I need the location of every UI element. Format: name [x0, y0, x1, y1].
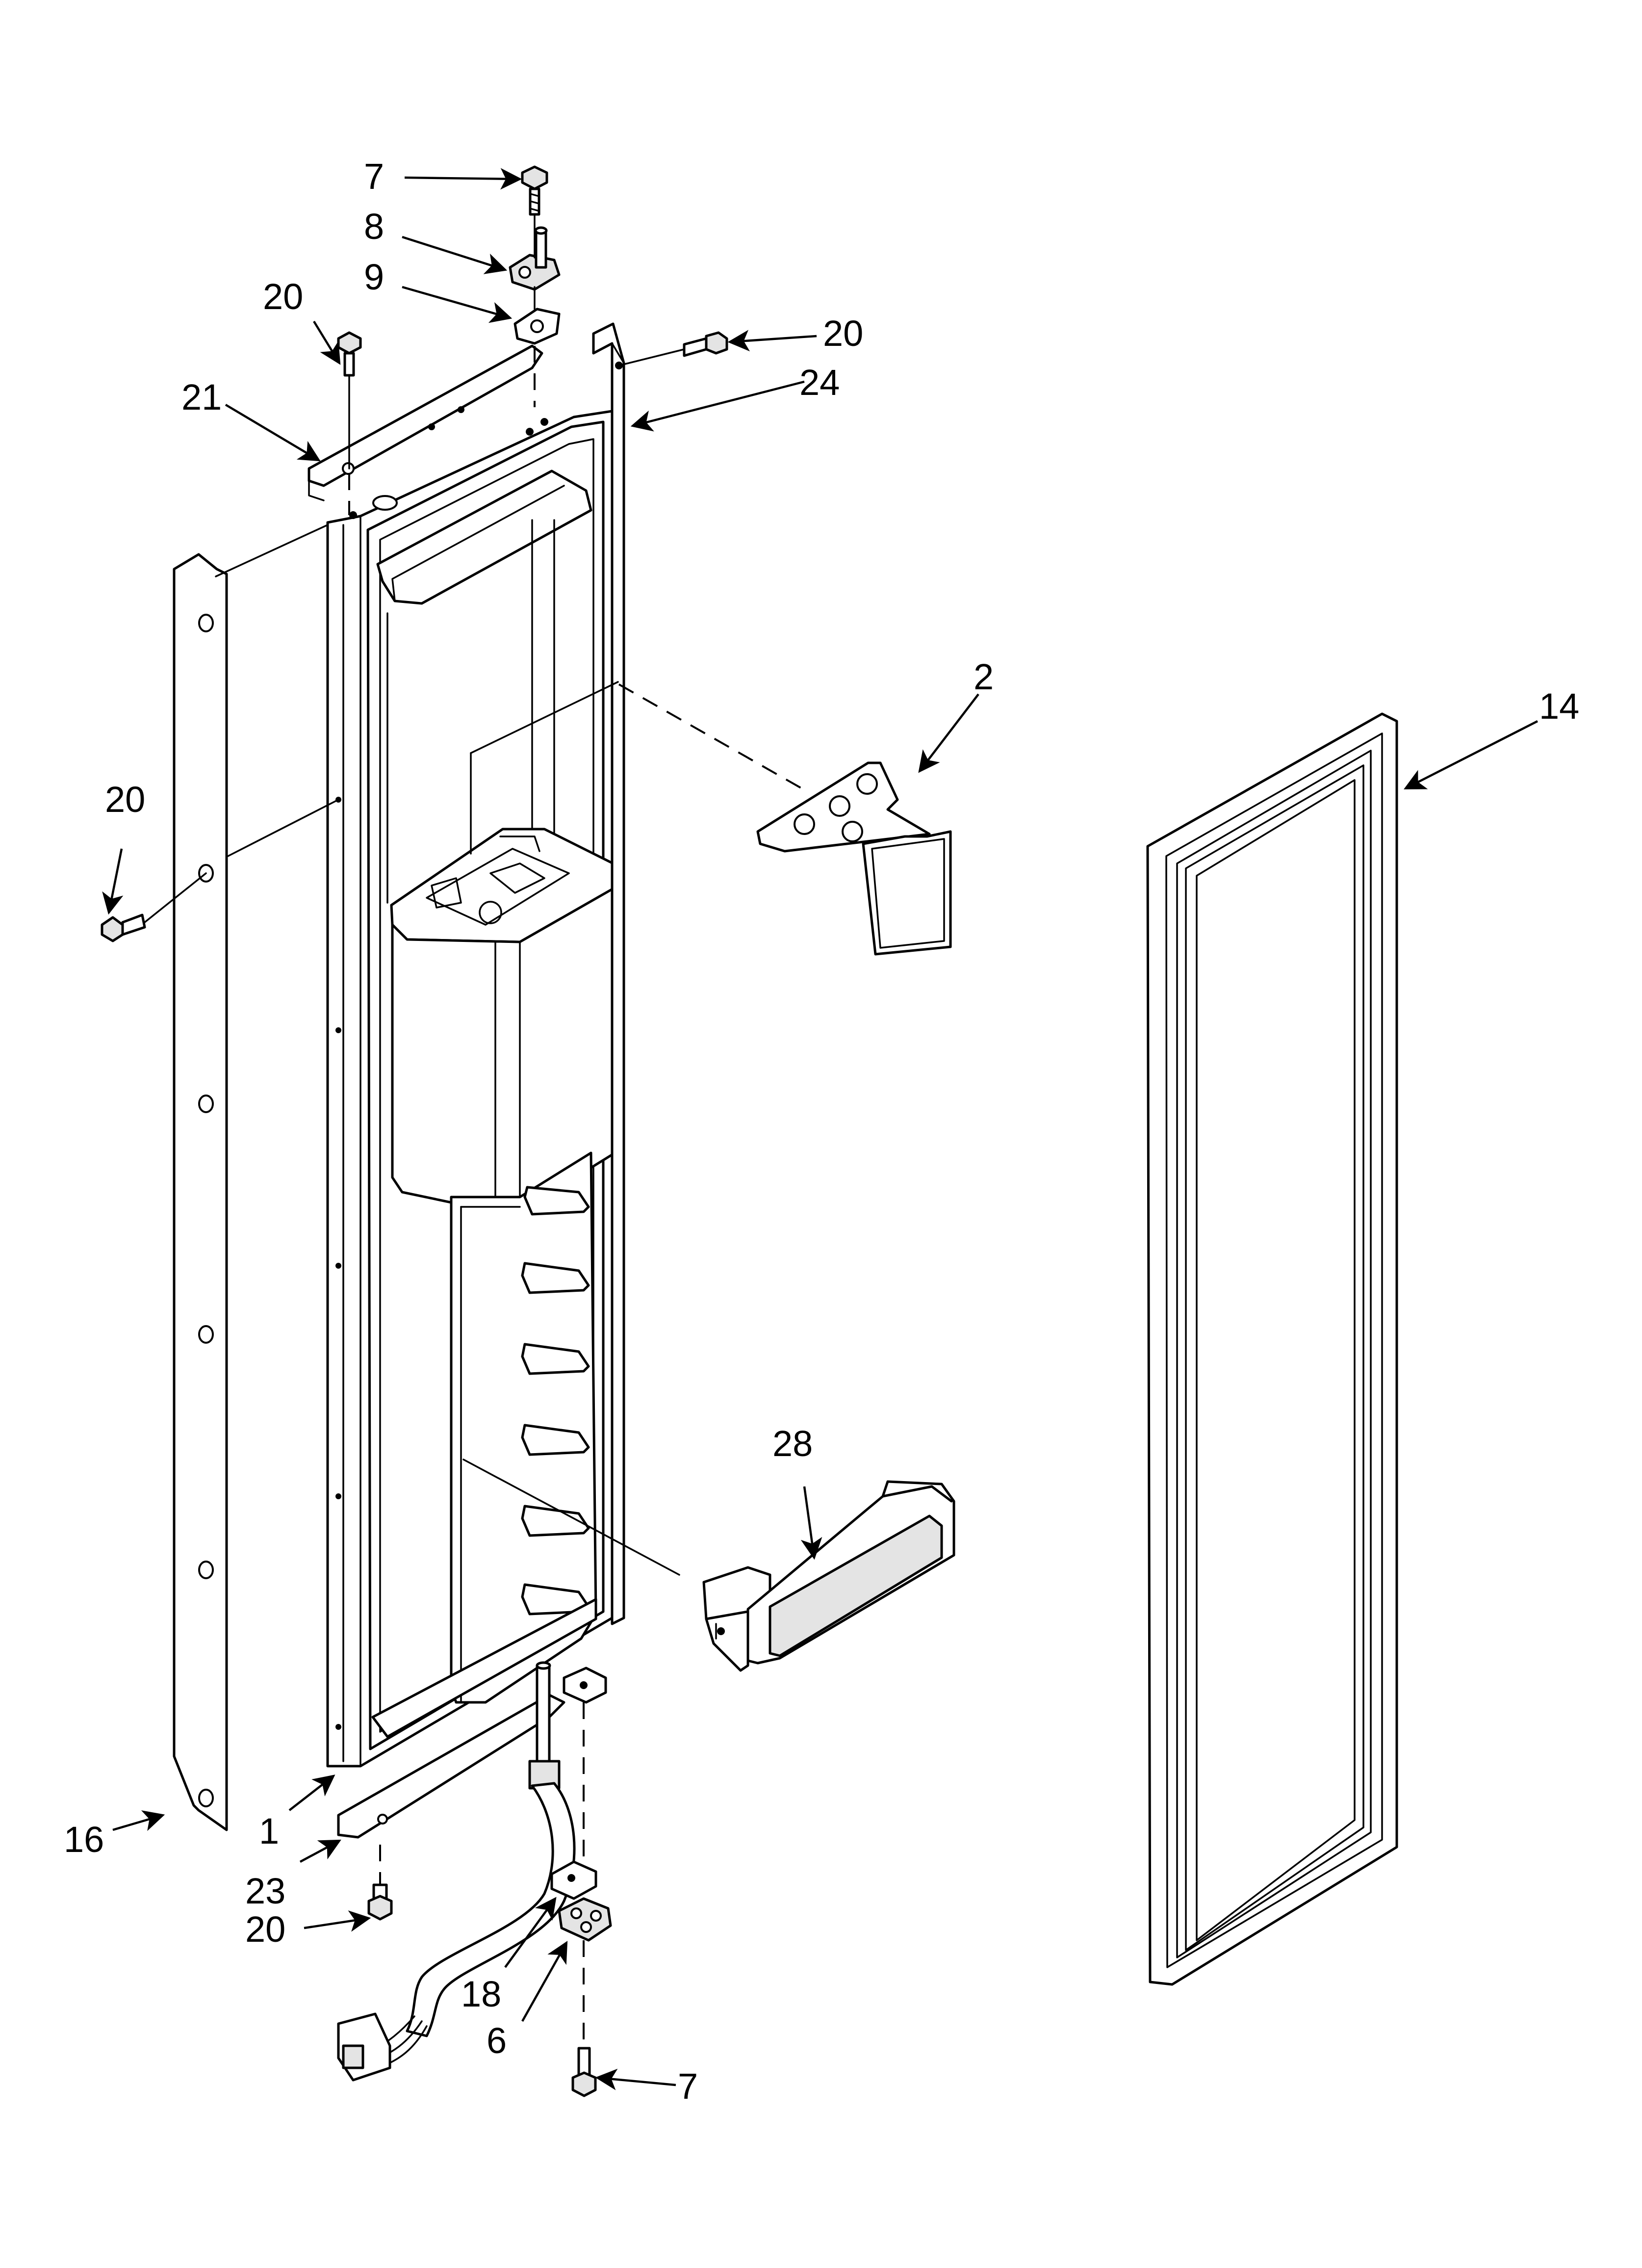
part-6-bottom-hinge	[558, 1897, 612, 1942]
water-tube-assembly	[337, 1661, 576, 2082]
part-8-top-hinge	[509, 226, 561, 291]
callout-9: 9	[364, 257, 384, 297]
connector-lines	[144, 215, 805, 2048]
part-9-hinge-shim	[513, 308, 561, 345]
callout-7-top: 7	[364, 156, 384, 197]
part-20-screw-top-right	[683, 331, 728, 357]
callout-1: 1	[259, 1811, 279, 1851]
callout-23: 23	[245, 1871, 285, 1911]
shelf-hooks	[521, 1186, 590, 1616]
callout-24: 24	[799, 362, 840, 403]
callout-6: 6	[487, 2020, 507, 2061]
part-20-screw-bottom	[367, 1883, 393, 1921]
callout-14: 14	[1539, 686, 1579, 727]
part-28-door-bin	[702, 1480, 955, 1672]
part-20-screw-left	[101, 913, 146, 942]
callout-8: 8	[364, 206, 384, 247]
callout-18: 18	[461, 1974, 501, 2014]
part-7-bottom-screw	[571, 2047, 597, 2097]
callout-20-top-left: 20	[263, 276, 303, 317]
part-21-top-bracket	[308, 344, 543, 501]
part-14-door-gasket	[1146, 712, 1398, 1986]
part-1-door-assembly	[326, 410, 624, 1768]
callout-2: 2	[974, 656, 994, 697]
callout-20-bottom: 20	[245, 1909, 285, 1950]
callout-7-bottom: 7	[678, 2066, 698, 2107]
part-16-left-rail	[173, 553, 228, 1831]
part-2-bracket	[756, 761, 952, 956]
callout-16: 16	[64, 1819, 104, 1860]
part-18-shim	[550, 1860, 597, 1900]
part-20-screw-top-left	[337, 331, 362, 377]
leader-lines	[102, 168, 1539, 2090]
part-bottom-hinge-plate-top	[563, 1667, 607, 1704]
callout-20-left: 20	[105, 779, 145, 820]
callout-21: 21	[181, 377, 222, 417]
callout-20-top-right: 20	[823, 313, 863, 354]
part-7-top-screw	[521, 165, 548, 216]
callout-28: 28	[772, 1423, 813, 1464]
callout-labels: 7 8 9 20 20 21 24 2 14 20 28 16 1 23 20 …	[64, 156, 1579, 2107]
